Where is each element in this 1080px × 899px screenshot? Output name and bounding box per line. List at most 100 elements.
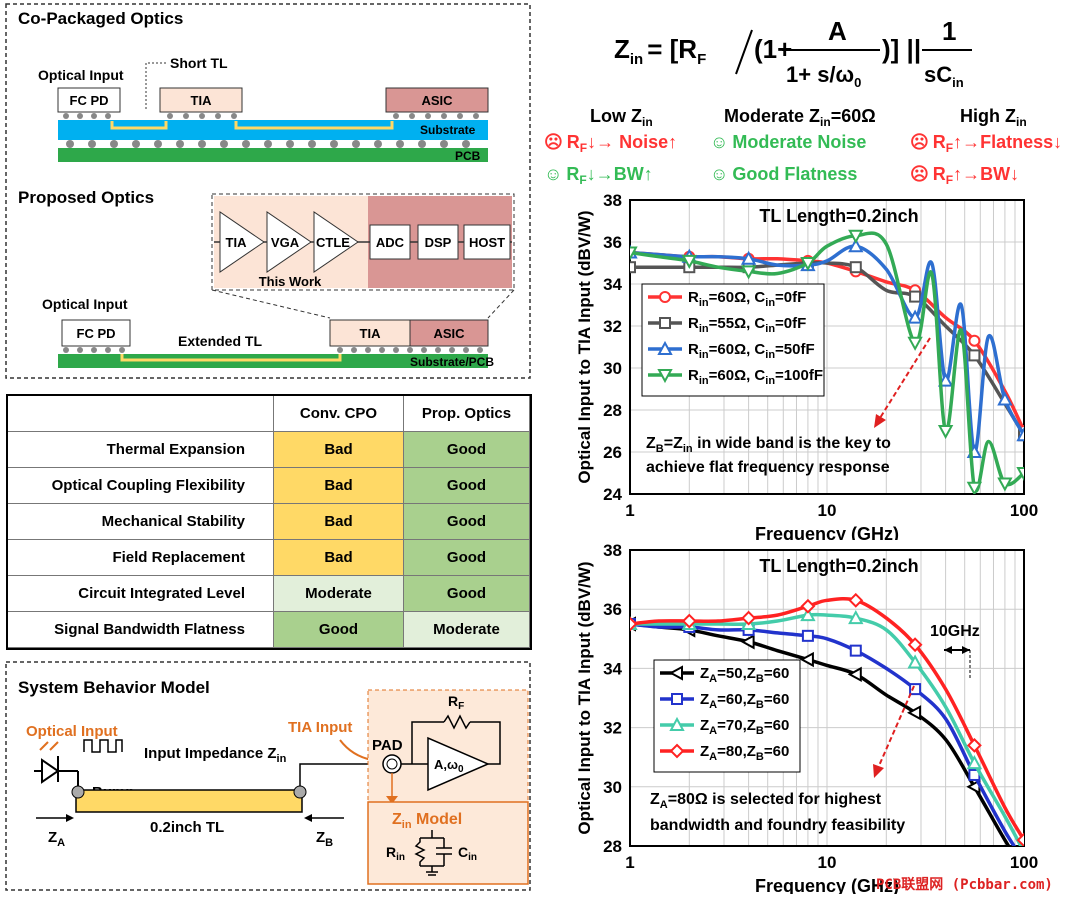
y-tick-label: 38: [603, 542, 622, 560]
y-tick-label: 32: [603, 719, 622, 738]
pad-icon: [382, 754, 402, 774]
svg-text:A: A: [828, 16, 847, 46]
annotation-line-2: bandwidth and foundry feasibility: [650, 817, 905, 834]
transmission-line: [75, 789, 303, 813]
za-label: ZA: [48, 829, 65, 849]
cpo-fc-pd-box: [57, 87, 121, 113]
series-line: [630, 622, 1011, 846]
chain-vga-amp: VGA: [266, 211, 312, 273]
legend-item: Rin=55Ω, Cin=0fF: [648, 315, 806, 335]
annotation-line-1: ZB=Zin in wide band is the key to: [646, 435, 891, 455]
cpo-optical-input-label: Optical Input: [38, 67, 124, 83]
x-axis-label: Frequency (GHz): [755, 876, 899, 894]
legend-label: ZA=60,ZB=60: [700, 691, 789, 711]
light-arrows-icon: [39, 741, 59, 751]
legend-item: Rin=60Ω, Cin=50fF: [648, 340, 815, 361]
svg-text:TIA: TIA: [226, 235, 248, 250]
sbm-tia-input-label: TIA Input: [288, 719, 352, 736]
data-point: [907, 309, 923, 324]
data-point: [907, 637, 923, 653]
cpo-rating: Bad: [274, 504, 404, 540]
rf-resistor-icon: [443, 714, 471, 730]
proposed-bumps: [63, 347, 483, 353]
data-point: [848, 229, 864, 244]
this-work-label: This Work: [259, 274, 322, 289]
row-label: Field Replacement: [8, 540, 274, 576]
high-zin-title: High Zin: [960, 106, 1027, 129]
svg-text:ADC: ADC: [376, 235, 405, 250]
data-point: [966, 481, 983, 494]
data-point: [909, 683, 922, 696]
extended-tl-label: Extended TL: [178, 333, 262, 349]
cpo-tia-box: [159, 87, 243, 113]
data-point: [966, 737, 982, 753]
watermark: PCB联盟网 (Pcbbar.com): [876, 877, 1053, 893]
x-tick-label: 100: [1010, 501, 1038, 520]
moderate-zin-line2: ☺Good Flatness: [710, 164, 857, 184]
annotation-arrow: [879, 337, 931, 419]
sbm-optical-input-label: Optical Input: [26, 723, 118, 740]
prop-rating: Good: [404, 540, 530, 576]
proposed-asic-box: [409, 319, 489, 347]
legend-label: Rin=60Ω, Cin=100fF: [688, 367, 823, 387]
data-point: [741, 610, 757, 626]
data-point: [937, 425, 954, 440]
rc-model-icon: [414, 830, 452, 876]
svg-text:Zin= [RF: Zin= [RF: [614, 34, 706, 68]
prop-rating: Good: [404, 432, 530, 468]
legend-marker: [657, 369, 673, 384]
chain-host-box: HOST: [463, 224, 511, 260]
moderate-zin-line1: ☺Moderate Noise: [710, 132, 866, 152]
cin-label: Cin: [458, 844, 477, 863]
data-point: [997, 391, 1013, 406]
data-point: [848, 592, 864, 608]
data-point: [848, 609, 864, 625]
proposed-asic-label: ASIC: [433, 326, 465, 341]
proposed-optical-input-label: Optical Input: [42, 296, 128, 312]
row-label: Optical Coupling Flexibility: [8, 468, 274, 504]
legend-label: ZA=80,ZB=60: [700, 743, 789, 763]
legend-item: ZA=60,ZB=60: [660, 691, 789, 711]
rf-label: RF: [448, 693, 464, 712]
annotation-line-1: ZA=80Ω is selected for highest: [650, 791, 882, 811]
pad-label: PAD: [372, 737, 403, 754]
this-work-callout: [211, 193, 515, 291]
cpo-tia-label: TIA: [191, 93, 213, 108]
data-point: [801, 629, 814, 642]
series-4: [630, 592, 1024, 846]
y-tick-label: 36: [603, 600, 622, 619]
data-point: [630, 616, 638, 632]
data-point: [800, 607, 816, 622]
cpo-fc-pd-label: FC PD: [70, 93, 109, 108]
cpo-rating: Bad: [274, 468, 404, 504]
data-point: [800, 257, 816, 272]
moderate-zin-title: Moderate Zin=60Ω: [724, 106, 876, 129]
cpo-short-trace: [110, 121, 168, 130]
zb-label: ZB: [316, 829, 333, 849]
row-label: Circuit Integrated Level: [8, 576, 274, 612]
tia-amp-icon: [427, 736, 490, 792]
y-tick-label: 24: [603, 485, 622, 504]
series-line: [630, 612, 1023, 846]
proposed-title: Proposed Optics: [18, 188, 154, 207]
svg-text:VGA: VGA: [271, 235, 300, 250]
data-point: [799, 651, 814, 668]
legend-marker: [669, 716, 685, 731]
chain-tia-amp: TIA: [219, 211, 265, 273]
data-point: [848, 238, 864, 253]
series-line: [630, 622, 1017, 846]
data-point: [1016, 427, 1024, 442]
legend-item: Rin=60Ω, Cin=100fF: [648, 367, 823, 387]
legend-item: ZA=50,ZB=60: [660, 665, 789, 685]
y-tick-label: 28: [603, 401, 622, 420]
data-point: [907, 705, 922, 721]
rin-label: Rin: [386, 844, 405, 863]
cpo-asic-label: ASIC: [421, 93, 453, 108]
substrate-pcb-label: Substrate/PCB: [410, 355, 494, 369]
x-tick-label: 1: [625, 501, 634, 520]
legend-marker: [671, 693, 683, 705]
zin-model-label: Zin Model: [392, 811, 462, 831]
legend: ZA=50,ZB=60ZA=60,ZB=60ZA=70,ZB=60ZA=80,Z…: [653, 659, 801, 773]
